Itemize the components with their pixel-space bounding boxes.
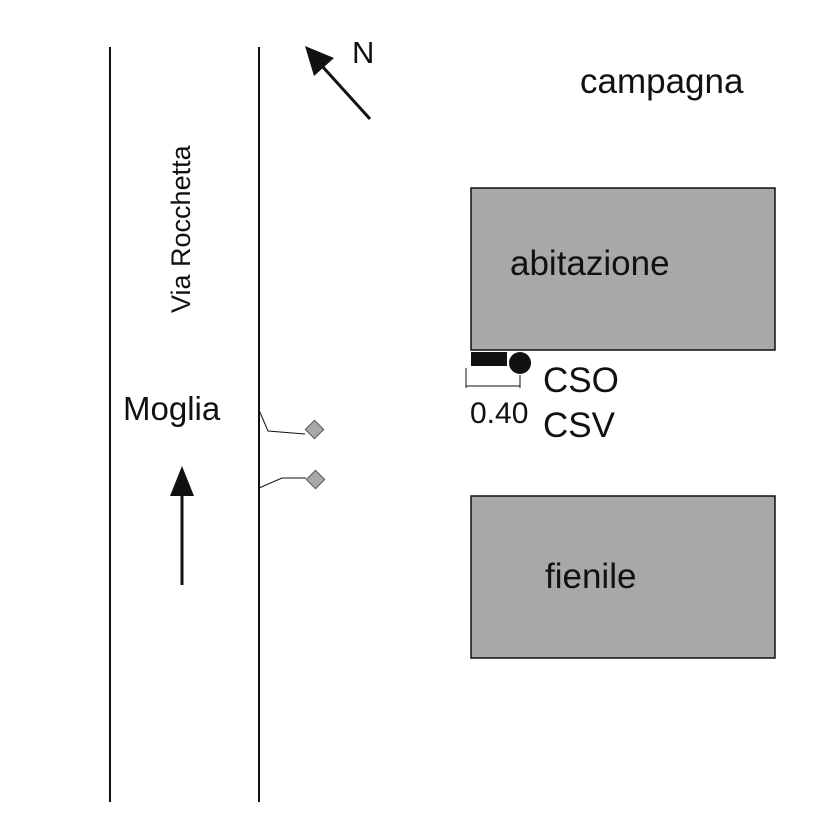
cso-label: CSO [543,361,619,400]
pipe-bar-marker [471,352,507,366]
building-abitazione [470,187,776,351]
building-fienile [470,495,776,659]
building-label-fienile: fienile [545,557,636,596]
direction-label-moglia: Moglia [123,390,221,427]
north-arrow-icon [305,46,372,121]
building-label-abitazione: abitazione [510,244,670,283]
dimension-marker [465,368,521,388]
north-label: N [352,35,374,70]
traffic-direction-arrow-icon [170,466,194,585]
inspection-well-marker [509,352,531,374]
area-label-campagna: campagna [580,62,744,101]
dimension-label: 0.40 [470,397,528,430]
street-name-label: Via Rocchetta [166,144,196,313]
manhole-upper [258,409,325,440]
manhole-lower [258,469,326,490]
csv-label: CSV [543,406,616,445]
